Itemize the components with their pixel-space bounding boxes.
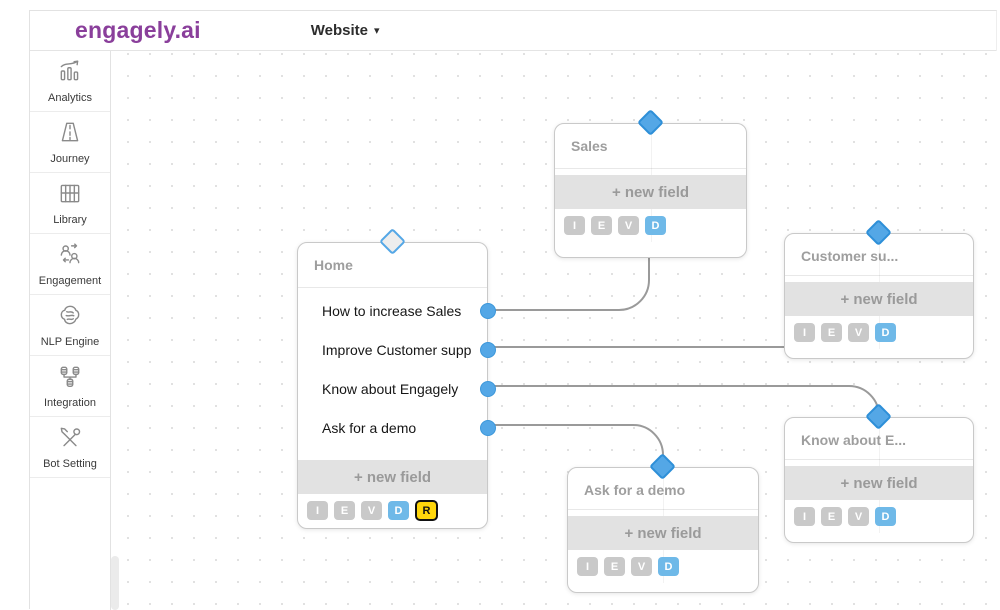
sidebar: Analytics Journey Library Engagement NLP… xyxy=(30,51,111,610)
node-ask-demo[interactable]: Ask for a demo + new field I E V D xyxy=(567,453,759,593)
sidebar-item-nlp-engine[interactable]: NLP Engine xyxy=(30,295,110,356)
badge-v[interactable]: V xyxy=(848,507,869,526)
channel-dropdown-label: Website xyxy=(310,22,369,39)
app-window: engagely.ai Website ▾ Analytics Journey … xyxy=(29,10,997,610)
field-label: Improve Customer supp xyxy=(322,341,472,358)
sidebar-item-integration[interactable]: Integration xyxy=(30,356,110,417)
field-label: Ask for a demo xyxy=(322,419,417,436)
canvas-scrollbar[interactable] xyxy=(111,556,119,610)
badge-row: I E V D xyxy=(785,316,973,349)
badge-d[interactable]: D xyxy=(388,501,409,520)
new-field-button[interactable]: + new field xyxy=(568,516,758,550)
badge-i[interactable]: I xyxy=(794,323,815,342)
node-title: Home xyxy=(314,257,353,273)
sidebar-item-label: NLP Engine xyxy=(40,336,100,348)
output-port-icon[interactable] xyxy=(480,380,496,397)
badge-d[interactable]: D xyxy=(658,557,679,576)
badge-e[interactable]: E xyxy=(604,557,625,576)
badge-e[interactable]: E xyxy=(591,216,612,235)
new-field-button[interactable]: + new field xyxy=(785,282,973,316)
node-body: + new field I E V D xyxy=(785,415,973,533)
field-list: How to increase Sales Improve Customer s… xyxy=(298,288,496,447)
sidebar-item-label: Library xyxy=(53,214,87,226)
nlp-engine-icon xyxy=(57,302,83,333)
badge-v[interactable]: V xyxy=(848,323,869,342)
badge-v[interactable]: V xyxy=(631,557,652,576)
wire-home-to-know-about xyxy=(488,385,880,419)
output-port-icon[interactable] xyxy=(480,341,496,358)
engagement-icon xyxy=(57,241,83,272)
library-icon xyxy=(57,180,83,211)
node-title: Sales xyxy=(571,138,608,154)
wire-home-to-sales xyxy=(488,258,650,311)
badge-row: I E V D xyxy=(555,209,746,242)
journey-icon xyxy=(57,119,83,150)
wire-home-to-ask-demo xyxy=(488,424,664,467)
chevron-down-icon: ▾ xyxy=(374,25,380,37)
new-field-button[interactable]: + new field xyxy=(555,175,746,209)
new-field-button[interactable]: + new field xyxy=(298,460,487,494)
badge-i[interactable]: I xyxy=(577,557,598,576)
node-body: + new field I E V D xyxy=(568,465,758,583)
node-body: + new field I E V D xyxy=(785,231,973,349)
output-port-icon[interactable] xyxy=(480,302,496,319)
node-know-about[interactable]: Know about E... + new field I E V D xyxy=(784,403,974,543)
new-field-button[interactable]: + new field xyxy=(785,466,973,500)
top-bar: engagely.ai Website ▾ xyxy=(30,11,996,51)
badge-e[interactable]: E xyxy=(821,507,842,526)
sidebar-item-bot-setting[interactable]: Bot Setting xyxy=(30,417,110,478)
badge-e[interactable]: E xyxy=(821,323,842,342)
badge-row: I E V D xyxy=(568,550,758,583)
badge-i[interactable]: I xyxy=(794,507,815,526)
field-improve-customer-support[interactable]: Improve Customer supp xyxy=(298,330,496,369)
node-customer-support[interactable]: Customer su... + new field I E V D xyxy=(784,219,974,359)
node-title: Ask for a demo xyxy=(584,482,686,498)
badge-d[interactable]: D xyxy=(645,216,666,235)
badge-row: I E V D R xyxy=(298,494,487,528)
node-home[interactable]: Home How to increase Sales Improve Custo… xyxy=(297,228,496,529)
badge-r[interactable]: R xyxy=(415,500,438,521)
sidebar-item-engagement[interactable]: Engagement xyxy=(30,234,110,295)
sidebar-item-analytics[interactable]: Analytics xyxy=(30,51,110,112)
sidebar-item-label: Journey xyxy=(50,153,90,165)
node-title: Know about E... xyxy=(801,432,906,448)
integration-icon xyxy=(57,363,83,394)
flow-canvas[interactable]: Sales + new field I E V D Home How to in… xyxy=(111,51,997,610)
node-title: Customer su... xyxy=(801,248,899,264)
badge-d[interactable]: D xyxy=(875,507,896,526)
badge-i[interactable]: I xyxy=(564,216,585,235)
field-know-about-engagely[interactable]: Know about Engagely xyxy=(298,369,496,408)
sidebar-item-label: Integration xyxy=(44,397,96,409)
field-ask-for-a-demo[interactable]: Ask for a demo xyxy=(298,408,496,447)
field-label: Know about Engagely xyxy=(322,380,459,397)
node-body: How to increase Sales Improve Customer s… xyxy=(298,287,496,528)
badge-e[interactable]: E xyxy=(334,501,355,520)
engagely-logo: engagely.ai xyxy=(75,17,201,43)
output-port-icon[interactable] xyxy=(480,419,496,436)
sidebar-item-label: Engagement xyxy=(38,275,102,287)
sidebar-item-library[interactable]: Library xyxy=(30,173,110,234)
sidebar-item-label: Analytics xyxy=(47,92,93,104)
badge-row: I E V D xyxy=(785,500,973,533)
field-label: How to increase Sales xyxy=(322,302,462,319)
node-sales[interactable]: Sales + new field I E V D xyxy=(554,109,747,258)
badge-d[interactable]: D xyxy=(875,323,896,342)
badge-v[interactable]: V xyxy=(618,216,639,235)
analytics-icon xyxy=(57,58,83,89)
badge-i[interactable]: I xyxy=(307,501,328,520)
field-how-to-increase-sales[interactable]: How to increase Sales xyxy=(298,291,496,330)
bot-setting-icon xyxy=(57,424,83,455)
channel-dropdown[interactable]: Website ▾ xyxy=(311,22,380,39)
sidebar-item-label: Bot Setting xyxy=(43,458,97,470)
node-body: + new field I E V D xyxy=(555,124,746,242)
sidebar-item-journey[interactable]: Journey xyxy=(30,112,110,173)
badge-v[interactable]: V xyxy=(361,501,382,520)
